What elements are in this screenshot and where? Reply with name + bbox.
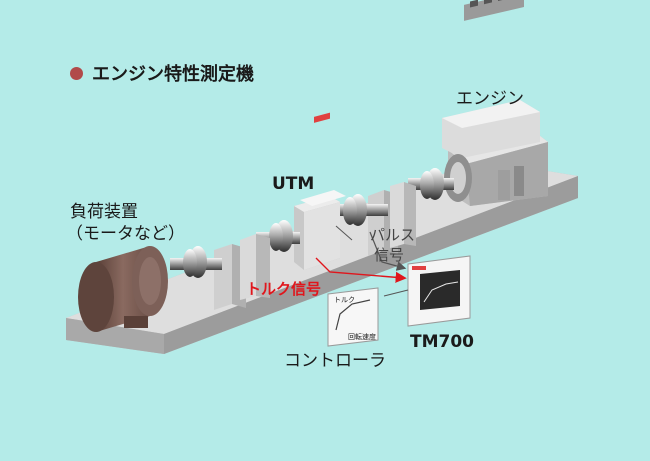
torque-signal-label: トルク信号 xyxy=(246,280,322,298)
utm-torque-meter xyxy=(294,112,346,270)
pulse-signal-label-line2: 信号 xyxy=(374,246,405,264)
shaft-engine-side xyxy=(408,168,454,200)
utm-label: UTM xyxy=(272,174,315,194)
monitor-axis-label: トルク xyxy=(334,296,355,304)
load-device-label-line2: （モータなど） xyxy=(66,224,185,244)
load-motor xyxy=(78,246,168,332)
controller-label: コントローラ xyxy=(284,351,386,371)
page-title: エンジン特性測定機 xyxy=(92,64,254,85)
tm700-label: TM700 xyxy=(410,332,474,352)
controller-monitor xyxy=(327,287,379,347)
pulse-signal-label-line1: パルス xyxy=(370,226,416,244)
signal-lines xyxy=(315,225,409,297)
engine xyxy=(442,0,548,206)
shaft-utm-right xyxy=(340,194,388,226)
monitor-xlabel: 回転速度 xyxy=(348,333,376,341)
title-bullet-icon xyxy=(70,66,83,80)
title-block: エンジン特性測定機 xyxy=(70,60,254,86)
load-device-label-line1: 負荷装置 xyxy=(70,202,138,222)
engine-label: エンジン xyxy=(456,89,524,109)
tm700-display xyxy=(407,255,471,327)
shaft-motor-side xyxy=(170,246,222,278)
bearing-block-left xyxy=(214,234,270,310)
